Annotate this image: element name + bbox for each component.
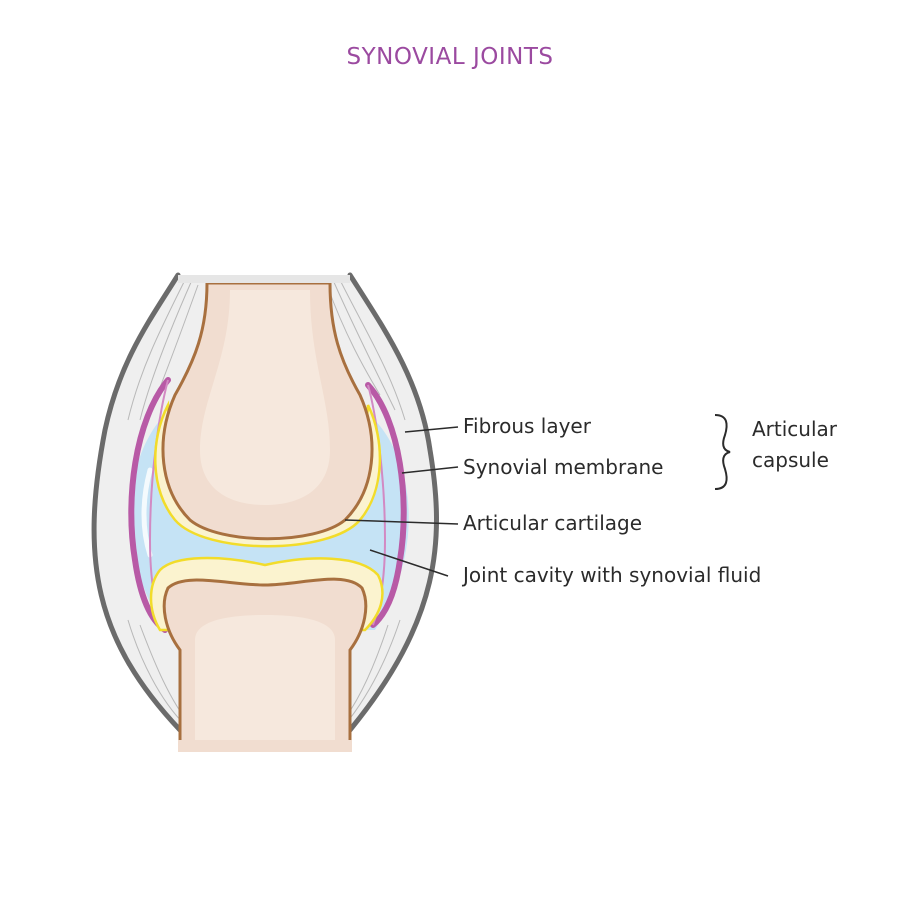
lower-bone-bottom [178,740,352,752]
leader-fibrous-layer [404,426,459,433]
capsule-line-2: capsule [752,448,829,472]
leader-joint-cavity [369,549,449,577]
fibrous-layer-outline-left [91,272,183,733]
synovial-membrane-left [128,377,171,633]
synovial-membrane-right [365,382,407,628]
lower-bone-highlight [195,615,335,745]
leader-synovial-membrane [401,466,459,474]
label-articular-capsule: Articular capsule [752,414,837,476]
diagram-title: SYNOVIAL JOINTS [346,44,554,70]
label-joint-cavity: Joint cavity with synovial fluid [463,563,762,587]
capsule-brace [714,414,731,490]
label-synovial-membrane: Synovial membrane [463,455,664,479]
upper-bone-highlight [200,290,330,505]
fibrous-layer-outline-right [347,272,439,733]
capsule-line-1: Articular [752,417,838,441]
upper-bone-top [178,275,350,283]
leader-articular-cartilage [344,519,459,525]
synovial-fluid-highlight [141,467,153,558]
label-fibrous-layer: Fibrous layer [463,414,591,438]
label-articular-cartilage: Articular cartilage [463,511,643,535]
